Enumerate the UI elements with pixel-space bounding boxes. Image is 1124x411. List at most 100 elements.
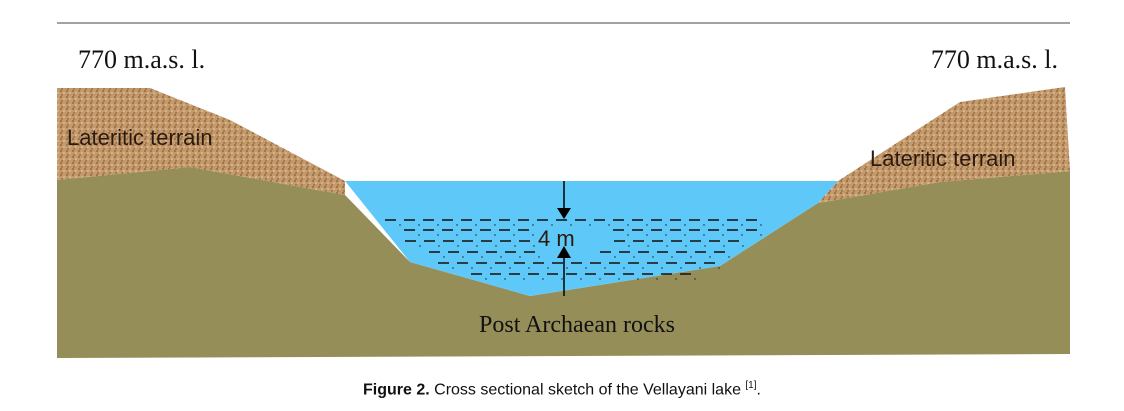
sediment-dot [671, 256, 673, 258]
sediment-dot [561, 278, 563, 280]
sediment-dot [513, 234, 515, 236]
sediment-dot [760, 224, 762, 226]
sediment-dot [647, 245, 649, 247]
sediment-dot [504, 278, 506, 280]
depth-measurement [557, 181, 571, 296]
sediment-dot [665, 234, 667, 236]
elevation-right-label: 770 m.a.s. l. [931, 45, 1058, 74]
sediment-dot [471, 267, 473, 269]
sediment-dot [509, 267, 511, 269]
sediment-dot [599, 278, 601, 280]
sediment-dot [633, 256, 635, 258]
sediment-dot [684, 234, 686, 236]
caption-text: Cross sectional sketch of the Vellayani … [429, 381, 746, 399]
elevation-left-label: 770 m.a.s. l. [78, 45, 205, 74]
sediment-dot [604, 267, 606, 269]
sediment-dot [623, 267, 625, 269]
sediment-dot [675, 278, 677, 280]
sediment-dot [722, 224, 724, 226]
sediment-dot [618, 278, 620, 280]
lake-water [345, 181, 838, 296]
sediment-dot [694, 278, 696, 280]
terrain-left-label: Lateritic terrain [67, 125, 213, 150]
sediment-dot [718, 267, 720, 269]
sediment-dot [656, 278, 658, 280]
caption-tail: . [756, 381, 761, 399]
sediment-dot [438, 245, 440, 247]
sediment-dot [627, 224, 629, 226]
sediment-dot [709, 256, 711, 258]
sediment-dot [760, 234, 762, 236]
caption-label: Figure 2. [363, 381, 430, 399]
bedrock-label: Post Archaean rocks [479, 312, 675, 338]
sediment-dot [476, 245, 478, 247]
sediment-dot [627, 234, 629, 236]
sediment-dot [485, 278, 487, 280]
sediment-dot [418, 224, 420, 226]
sediment-dot [685, 245, 687, 247]
sediment-dot [566, 267, 568, 269]
figure-caption: Figure 2. Cross sectional sketch of the … [0, 380, 1124, 399]
sediment-dot [538, 256, 540, 258]
sediment-dot [547, 267, 549, 269]
laterite-left-layer [57, 88, 345, 195]
sediment-dot [570, 224, 572, 226]
sediment-dot [494, 224, 496, 226]
sediment-dot [652, 256, 654, 258]
sediment-dot [528, 267, 530, 269]
sediment-dot [637, 278, 639, 280]
sediment-dot [532, 224, 534, 226]
sediment-dot [704, 245, 706, 247]
sediment-dot [457, 245, 459, 247]
sediment-dot [680, 267, 682, 269]
sediment-dot [646, 224, 648, 226]
sediment-dot [661, 267, 663, 269]
sediment-dot [742, 245, 744, 247]
sediment-dot [456, 224, 458, 226]
sediment-dot [646, 234, 648, 236]
sediment-dot [490, 267, 492, 269]
depth-arrow-down-icon [557, 208, 571, 219]
sediment-dot [437, 234, 439, 236]
sediment-dot [513, 224, 515, 226]
sediment-dot [462, 256, 464, 258]
sediment-dot [741, 234, 743, 236]
sediment-dot [519, 256, 521, 258]
sediment-dot [475, 234, 477, 236]
terrain-right-label: Lateritic terrain [870, 146, 1016, 171]
sediment-dot [418, 234, 420, 236]
sediment-dot [699, 267, 701, 269]
sediment-dot [665, 224, 667, 226]
sediment-dot [703, 234, 705, 236]
sediment-dot [456, 234, 458, 236]
sediment-dot [614, 256, 616, 258]
sediment-dot [514, 245, 516, 247]
sediment-dot [628, 245, 630, 247]
sediment-dot [542, 278, 544, 280]
sediment-dot [666, 245, 668, 247]
depth-arrow-up-icon [557, 246, 571, 258]
sediment-dot [722, 234, 724, 236]
sediment-dot [589, 224, 591, 226]
sediment-dot [533, 245, 535, 247]
laterite-right-layer [818, 87, 1070, 203]
bedrock-layer [57, 167, 1070, 358]
sediment-dot [741, 224, 743, 226]
sediment-dot [475, 224, 477, 226]
sediment-dot [523, 278, 525, 280]
sediment-dot [532, 234, 534, 236]
sediment-dot [703, 224, 705, 226]
sediment-dot [443, 256, 445, 258]
sediment-dot [723, 245, 725, 247]
sediment-dot [500, 256, 502, 258]
sediment-dot [419, 245, 421, 247]
sediment-dot [608, 224, 610, 226]
caption-ref: [1] [745, 380, 757, 391]
sediment-layer [385, 219, 762, 280]
sediment-dot [684, 224, 686, 226]
sediment-dot [728, 256, 730, 258]
depth-label: 4 m [538, 226, 575, 251]
sediment-dot [690, 256, 692, 258]
sediment-dot [495, 245, 497, 247]
